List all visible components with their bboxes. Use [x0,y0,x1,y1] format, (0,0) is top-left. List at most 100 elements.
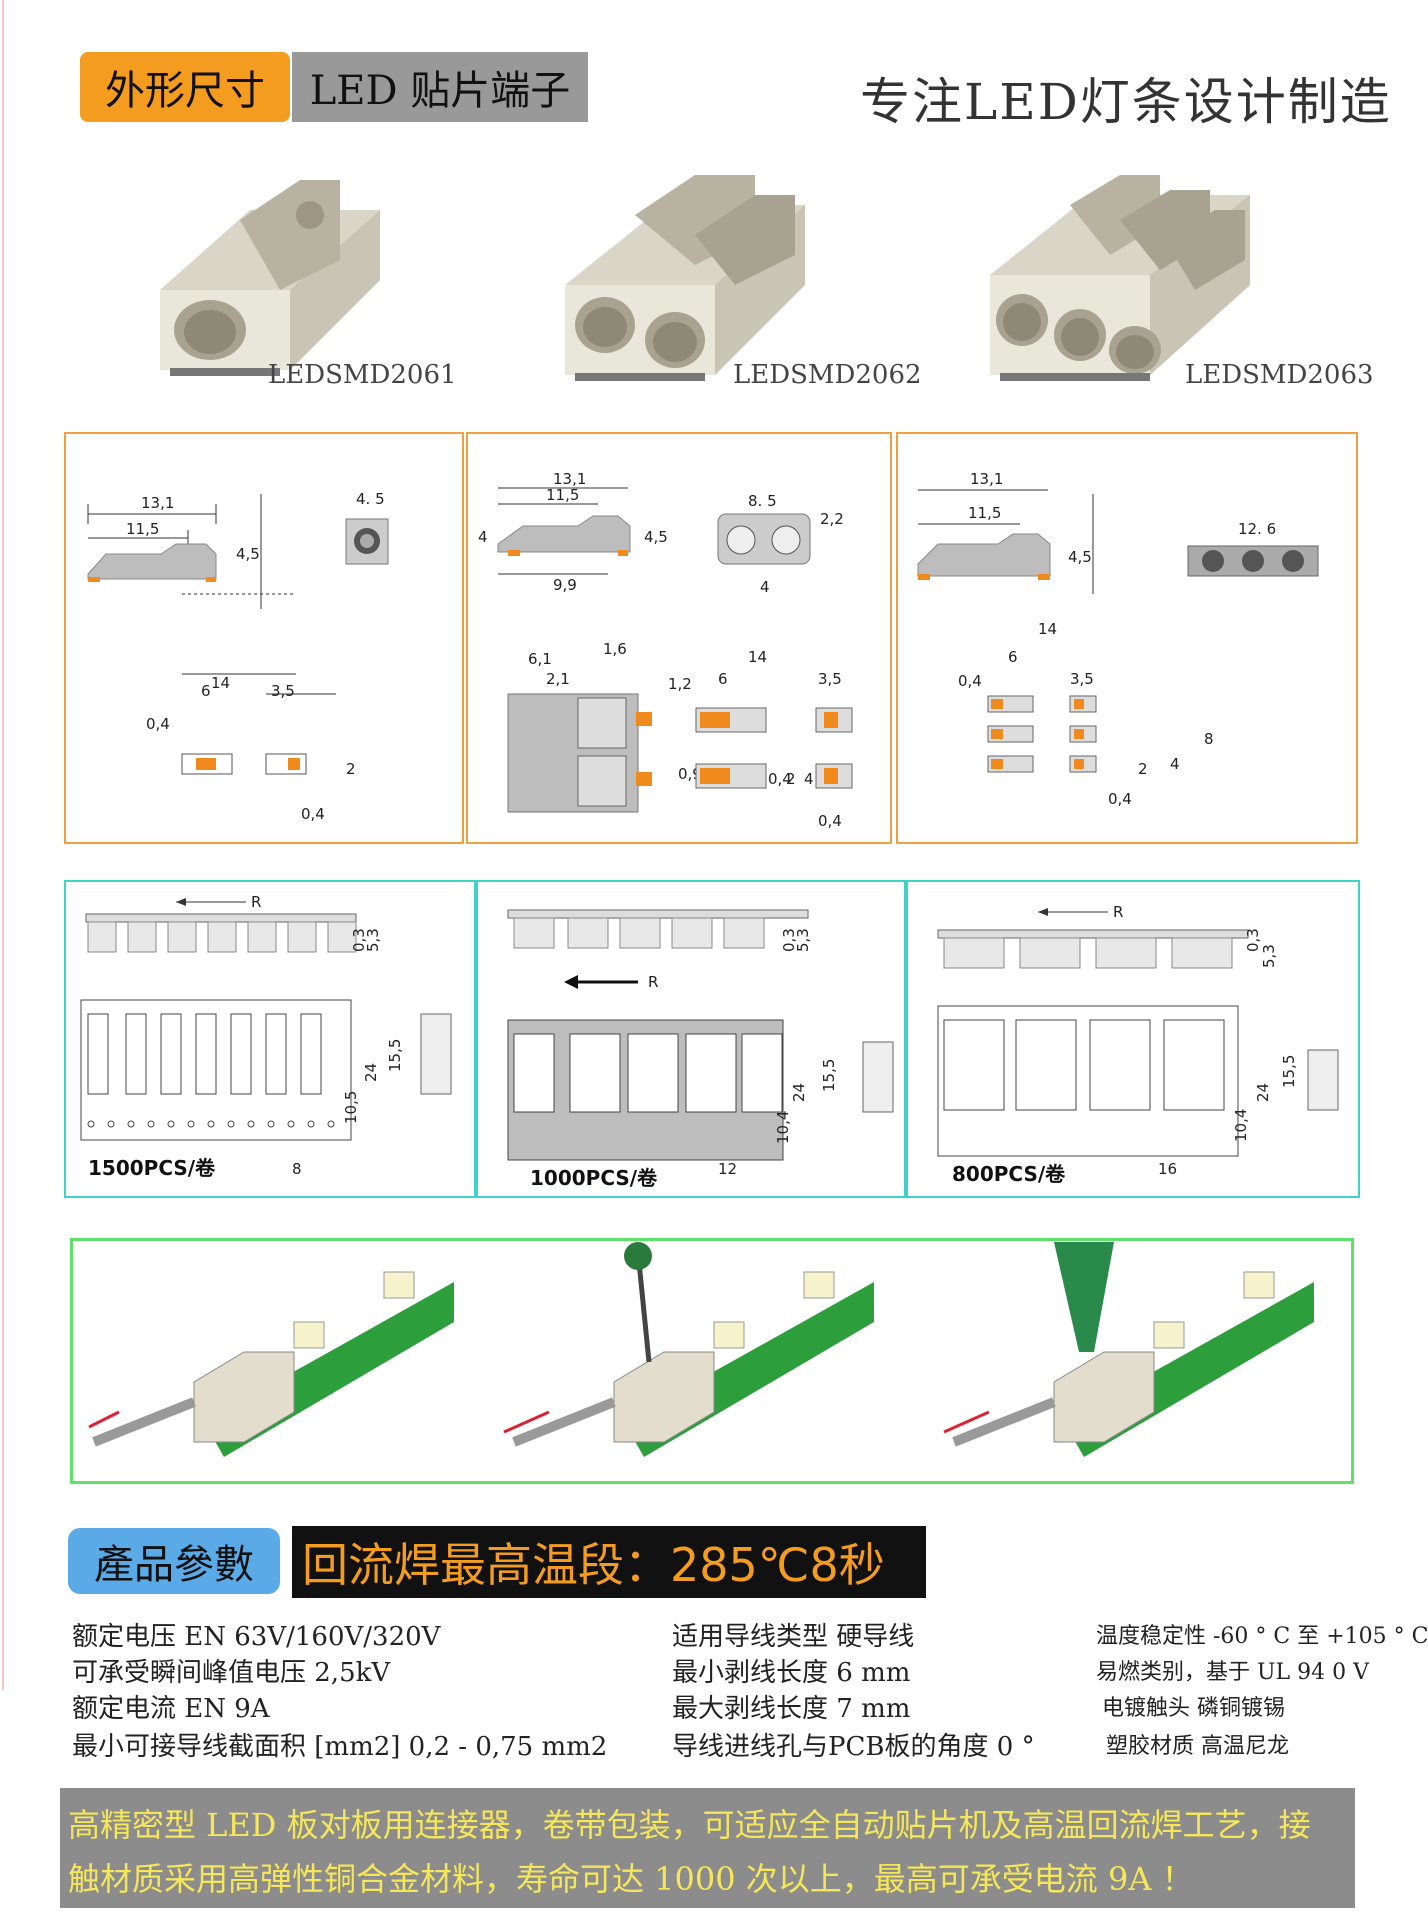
footer-line-2: 触材质采用高弹性铜合金材料，寿命可达 1000 次以上，最高可承受电流 9A ！ [68,1860,1194,1898]
dim-2063-b: 11,5 [968,504,1001,522]
tape-2062-dir: R [648,973,658,991]
dim-2062-pad-a: 6 [718,670,728,688]
tape-panel-2061 [64,880,476,1198]
dim-2062-pad-f: 0,4 [818,812,842,830]
dim-panel-2063 [896,432,1358,844]
dim-drawing-2062: 13,1 11,5 9,9 4,5 4 8. 5 2,2 4 6,1 2,1 1… [478,470,853,830]
usage-step-3 [943,1242,1314,1457]
slogan: 专注LED灯条设计制造 [860,73,1392,131]
tape-2062-w1: 15,5 [820,1059,838,1092]
dim-2061-h: 4,5 [236,545,260,563]
dim-2062-a: 13,1 [553,470,586,488]
usage-panel [70,1238,1354,1484]
tape-2061-pitch: 8 [292,1160,302,1178]
dim-2062-h: 4,5 [644,528,668,546]
product-model-2061: LEDSMD2061 [268,360,457,390]
dim-2062-s2: 2,1 [546,670,570,688]
dim-2063-pad-d: 8 [1204,730,1214,748]
param-left-4: 最小可接导线截面积 [mm2] 0,2 - 0,75 mm2 [72,1732,608,1762]
product-model-2063: LEDSMD2063 [1185,360,1374,390]
product-image-2063 [990,175,1250,381]
product-image-2062 [565,175,805,381]
param-mid-1: 适用导线类型 硬导线 [672,1622,915,1652]
dim-2061-pad-c: 0,4 [146,715,170,733]
dim-2063-pad-c: 0,4 [958,672,982,690]
dim-panel-2062 [466,432,892,844]
tape-2061-dir: R [251,893,261,911]
dim-2062-pad-total: 14 [748,648,767,666]
dim-2061-total: 14 [211,674,230,692]
tape-2061-w3: 10,5 [342,1091,360,1124]
dim-2063-w: 12. 6 [1238,520,1276,538]
param-left-3: 额定电流 EN 9A [72,1694,270,1724]
dim-2062-pad-b: 3,5 [818,670,842,688]
param-mid-2: 最小剥线长度 6 mm [672,1658,911,1688]
footer-banner [60,1788,1355,1908]
dim-2062-s4: 1,2 [668,675,692,693]
dim-2061-pad-b: 3,5 [271,682,295,700]
tape-2062-t1: 0,3 [780,928,798,952]
dim-2062-w: 8. 5 [748,492,777,510]
param-right-1: 温度稳定性 -60 ° C 至 +105 ° C [1096,1624,1428,1649]
param-left-2: 可承受瞬间峰值电压 2,5kV [72,1658,391,1688]
dim-2063-h: 4,5 [1068,548,1092,566]
dim-2062-pad-e: 4 [804,770,814,788]
dim-2061-pad-h: 2 [346,760,356,778]
param-mid-4: 导线进线孔与PCB板的角度 0 ° [672,1732,1035,1762]
tape-2062-pcs: 1000PCS/卷 [530,1166,658,1190]
dim-2063-pad-b: 3,5 [1070,670,1094,688]
usage-illustrations [88,1242,1314,1457]
tape-2063-pcs: 800PCS/卷 [952,1162,1066,1186]
tape-2062-pitch: 12 [718,1160,737,1178]
tape-drawing-2061: R 0,3 5,3 24 15,5 10,5 8 [80,893,452,1178]
dim-2061-pad-a: 6 [201,682,211,700]
product-image-2061 [160,180,380,376]
dim-2062-pad-d: 2 [786,770,796,788]
dim-2063-pad-total: 14 [1038,620,1057,638]
dim-2062-s3: 1,6 [603,640,627,658]
dim-2062-b: 11,5 [546,486,579,504]
params-badge: 產品參數 [68,1528,280,1594]
title-badge-product: LED 贴片端子 [292,52,588,122]
param-right-3: 电镀触头 磷铜镀锡 [1102,1696,1285,1721]
tape-2061-t1: 0,3 [350,928,368,952]
left-edge-line [2,0,4,1690]
tape-2062-t2: 5,3 [794,928,812,952]
tape-2061-pcs: 1500PCS/卷 [88,1156,216,1180]
tape-panel-2063 [906,880,1360,1198]
tape-2063-dir: R [1113,903,1123,921]
dim-drawing-2061: 13,1 11,5 4,5 4. 5 14 6 3,5 0,4 2 0,4 [87,490,389,823]
dim-2062-w-h: 2,2 [820,510,844,528]
dim-2063-pad-f: 2 [1138,760,1148,778]
param-right-2: 易燃类别，基于 UL 94 0 V [1096,1660,1370,1685]
tape-drawing-2062: 0,3 5,3 R 24 15,5 10,4 12 [507,909,894,1178]
tape-2062-w2: 24 [790,1083,808,1102]
param-right-4: 塑胶材质 高温尼龙 [1106,1734,1289,1759]
dim-2061-w: 4. 5 [356,490,385,508]
dim-2063-a: 13,1 [970,470,1003,488]
tape-2061-t2: 5,3 [364,928,382,952]
dim-2062-h2: 4 [478,528,488,546]
tape-2063-w2: 24 [1254,1083,1272,1102]
usage-step-2 [503,1242,874,1457]
tape-2061-w1: 15,5 [386,1039,404,1072]
dim-2062-w-p: 4 [760,578,770,596]
dim-2061-b: 11,5 [126,520,159,538]
tape-2063-t2: 5,3 [1260,944,1278,968]
tape-2062-w3: 10,4 [774,1111,792,1144]
tape-2063-t1: 0,3 [1244,928,1262,952]
footer-line-1: 高精密型 LED 板对板用连接器，卷带包装，可适应全自动贴片机及高温回流焊工艺，… [68,1806,1311,1844]
dim-2063-pad-a: 6 [1008,648,1018,666]
param-mid-3: 最大剥线长度 7 mm [672,1694,911,1724]
tape-2063-pitch: 16 [1158,1160,1177,1178]
dim-drawing-2063: 13,1 11,5 4,5 12. 6 14 6 3,5 0,4 8 4 2 0… [917,470,1319,808]
param-left-1: 额定电压 EN 63V/160V/320V [72,1622,441,1652]
dim-2063-pad-g: 0,4 [1108,790,1132,808]
dim-2063-pad-e: 4 [1170,755,1180,773]
usage-step-1 [88,1271,454,1457]
tape-2061-w2: 24 [362,1063,380,1082]
reflow-banner: 回流焊最高温段：285℃8秒 [292,1526,926,1598]
dim-2061-a: 13,1 [141,494,174,512]
dim-panel-2061 [64,432,464,844]
tape-2063-w3: 10,4 [1232,1109,1250,1142]
